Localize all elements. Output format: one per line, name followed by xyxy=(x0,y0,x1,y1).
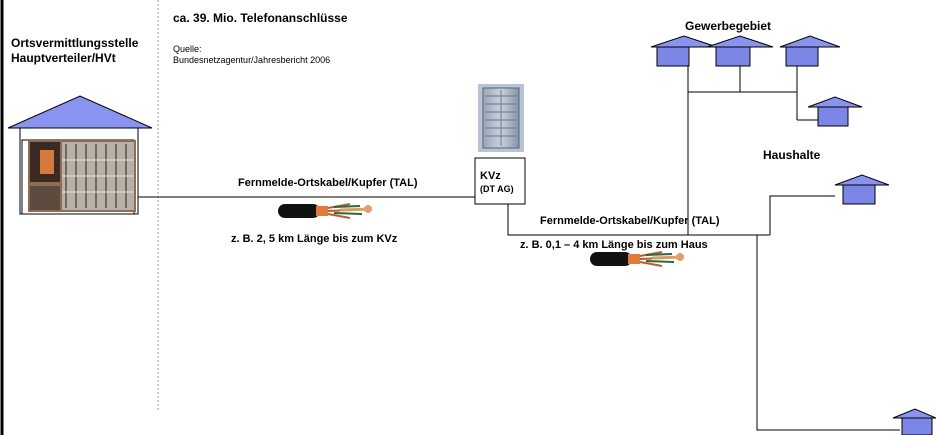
households-label: Haushalte xyxy=(763,148,821,162)
household-feeder-1 xyxy=(769,195,835,235)
exchange-label-line1: Ortsvermittlungsstelle xyxy=(11,36,139,50)
cable-icon xyxy=(590,251,685,267)
house-icon xyxy=(650,35,718,67)
cable-line-2 xyxy=(507,204,770,236)
house-icon xyxy=(807,96,863,127)
cabinet-icon xyxy=(478,84,524,152)
house-icon xyxy=(706,35,774,67)
cable-2-label: Fernmelde-Ortskabel/Kupfer (TAL) xyxy=(540,215,720,227)
source-text: Bundesnetzagentur/Jahresbericht 2006 xyxy=(173,55,331,65)
commercial-area-label: Gewerbegebiet xyxy=(685,19,772,33)
cable-1-label: Fernmelde-Ortskabel/Kupfer (TAL) xyxy=(238,177,418,189)
distribution-frame-photo xyxy=(28,140,136,212)
source-label: Quelle: xyxy=(173,44,202,54)
kvz-label: KVz xyxy=(480,170,501,182)
household-feeder-2 xyxy=(756,235,900,431)
house-icon xyxy=(779,35,841,67)
cable-1-length: z. B. 2, 5 km Länge bis zum KVz xyxy=(231,233,398,245)
exchange-label-line2: Hauptverteiler/HVt xyxy=(11,51,116,65)
house-icon xyxy=(892,408,936,435)
page-title: ca. 39. Mio. Telefonanschlüsse xyxy=(173,11,348,25)
kvz-box xyxy=(474,157,526,205)
kvz-owner-label: (DT AG) xyxy=(480,184,514,194)
cable-2-length: z. B. 0,1 – 4 km Länge bis zum Haus xyxy=(520,239,708,251)
cable-icon xyxy=(278,203,373,219)
house-icon xyxy=(834,174,890,205)
